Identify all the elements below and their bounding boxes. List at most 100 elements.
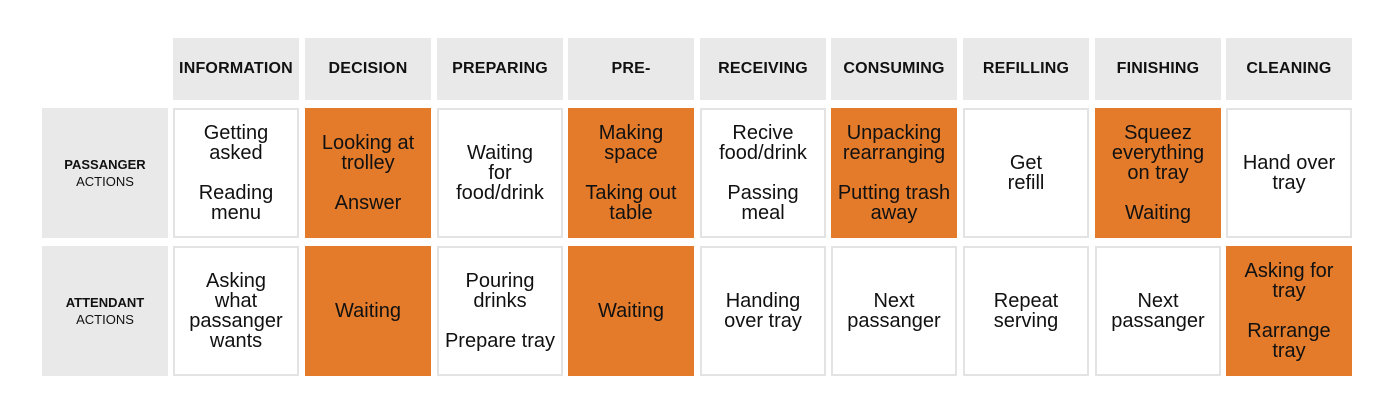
row-label-title: ATTENDANT	[65, 295, 145, 310]
action-text-line: Repeat	[993, 290, 1059, 312]
action-text-line: what	[214, 290, 258, 312]
action-item: Waiting	[335, 301, 401, 321]
action-text-line: passanger	[189, 310, 283, 332]
column-header-decision: DECISION	[305, 38, 431, 100]
action-text-line: asked	[209, 142, 263, 164]
action-text-line: wants	[209, 330, 263, 352]
action-text-line: tray	[1272, 172, 1306, 194]
column-header-cleaning: CLEANING	[1226, 38, 1352, 100]
row-label-attendant: ATTENDANT ACTIONS	[42, 246, 168, 376]
action-text-line: Prepare tray	[444, 330, 556, 352]
action-text-line: Waiting	[467, 142, 533, 164]
action-text-line: meal	[741, 202, 785, 224]
action-text-line: drinks	[473, 290, 527, 312]
action-text-line: Waiting	[335, 300, 401, 322]
action-text-line: passanger	[847, 310, 941, 332]
action-text-line: Asking	[205, 270, 267, 292]
row-label-title: PASSANGER	[64, 157, 146, 172]
action-text-line: Handing	[725, 290, 801, 312]
action-text-line: Hand over	[1242, 152, 1336, 174]
column-header-preparing: PREPARING	[437, 38, 563, 100]
row-label-subtitle: ACTIONS	[76, 312, 134, 327]
row-label-subtitle: ACTIONS	[76, 174, 134, 189]
action-text-line: Get	[1009, 152, 1043, 174]
action-text-line: Putting trash	[837, 182, 951, 204]
action-text-line: Making	[598, 122, 664, 144]
action-text-line: Next	[1137, 290, 1179, 312]
action-item: Answer	[335, 193, 402, 213]
action-text-line: food/drink	[456, 182, 544, 204]
action-text-line: refill	[1007, 172, 1045, 194]
action-text-line: Asking for	[1244, 260, 1334, 282]
action-text-line: Rarrange	[1247, 320, 1331, 342]
column-header-finishing: FINISHING	[1095, 38, 1221, 100]
action-text-line: Next	[873, 290, 915, 312]
action-text-line: tray	[1272, 280, 1306, 302]
action-item: Prepare tray	[445, 331, 555, 351]
action-text-line: table	[609, 202, 653, 224]
action-text-line: Taking out	[585, 182, 677, 204]
column-header-consuming: CONSUMING	[831, 38, 957, 100]
action-text-line: on tray	[1127, 162, 1189, 184]
action-text-line: Recive	[732, 122, 794, 144]
action-text-line: tray	[1272, 340, 1306, 362]
column-header-receiving: RECEIVING	[700, 38, 826, 100]
action-item: Waiting	[598, 301, 664, 321]
column-header-pre: PRE-	[568, 38, 694, 100]
row-label-passanger: PASSANGER ACTIONS	[42, 108, 168, 238]
action-text-line: menu	[210, 202, 261, 224]
action-card-attendant-pre: Waiting	[568, 246, 694, 376]
action-text-line: Answer	[334, 192, 402, 214]
action-text-line: over tray	[724, 310, 802, 332]
action-text-line: space	[604, 142, 658, 164]
action-text-line: trolley	[341, 152, 395, 174]
action-text-line: Reading	[198, 182, 274, 204]
action-text-line: serving	[993, 310, 1059, 332]
action-text-line: Waiting	[1125, 202, 1191, 224]
action-text-line: food/drink	[719, 142, 807, 164]
action-text-line: Passing	[727, 182, 799, 204]
action-text-line: Looking at	[321, 132, 415, 154]
action-text-line: everything	[1111, 142, 1205, 164]
action-text-line: away	[870, 202, 918, 224]
action-text-line: Squeez	[1124, 122, 1192, 144]
column-header-information: INFORMATION	[173, 38, 299, 100]
action-card-attendant-decision: Waiting	[305, 246, 431, 376]
action-text-line: Pouring	[465, 270, 535, 292]
action-text-line: rearranging	[842, 142, 946, 164]
